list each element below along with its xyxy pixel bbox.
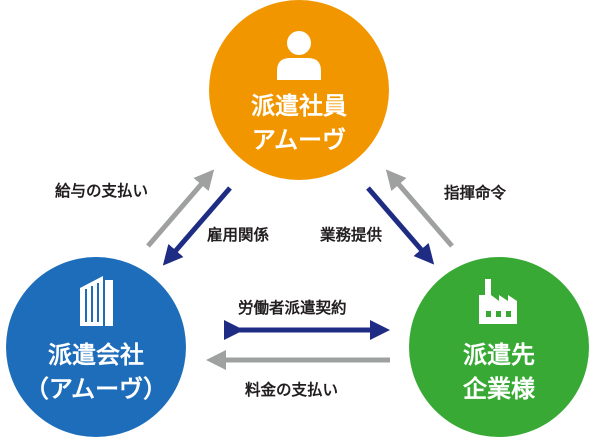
person-icon (277, 31, 321, 80)
client-company-label-line1: 派遣先 (463, 341, 535, 369)
client-company-label-line2: 企業様 (463, 375, 536, 403)
instruction-command-label: 指揮命令 (444, 183, 507, 202)
service-provision-arrow (366, 186, 435, 265)
node-dispatch-company: 派遣会社 （アムーヴ） (6, 257, 186, 437)
dispatch-worker-circle (209, 0, 389, 180)
dispatch-company-circle (6, 257, 186, 437)
employment-relation-arrow (162, 186, 232, 266)
dispatch-worker-label-line2: アムーヴ (252, 126, 346, 154)
node-dispatch-worker: 派遣社員 アムーヴ (209, 0, 389, 180)
dispatch-company-label-line2: （アムーヴ） (25, 375, 167, 403)
factory-icon (479, 279, 517, 324)
node-client-company: 派遣先 企業様 (409, 257, 589, 437)
salary-payment-label: 給与の支払い (55, 181, 148, 200)
salary-payment-arrow (146, 169, 215, 248)
fee-payment-label: 料金の支払い (245, 380, 338, 399)
dispatch-contract-label: 労働者派遣契約 (238, 298, 347, 317)
client-company-circle (409, 257, 589, 437)
building-icon (80, 276, 113, 326)
employment-relation-label: 雇用関係 (207, 225, 270, 244)
service-provision-label: 業務提供 (319, 225, 383, 244)
dispatch-worker-label-line1: 派遣社員 (251, 92, 347, 120)
dispatch-company-label-line1: 派遣会社 (48, 341, 144, 369)
instruction-command-arrow (385, 169, 454, 248)
